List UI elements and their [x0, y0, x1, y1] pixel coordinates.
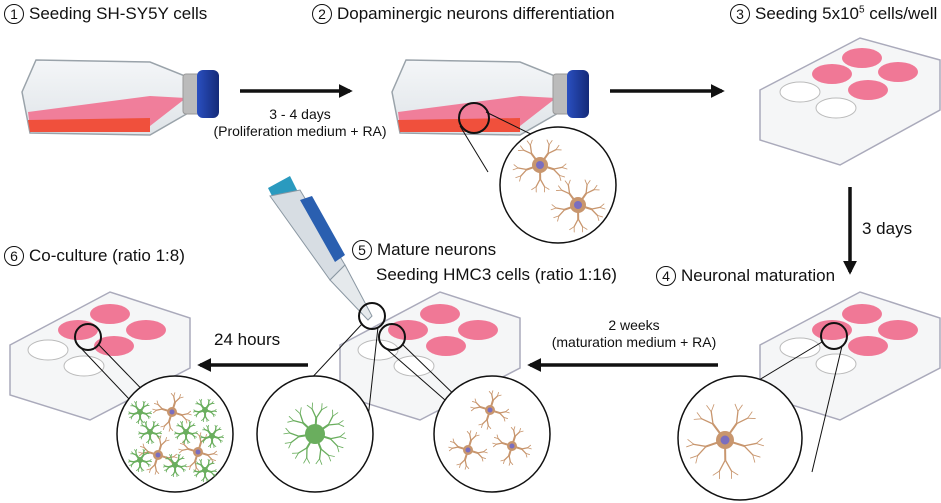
microglia-cell [174, 420, 199, 445]
neuron-cell [512, 139, 568, 193]
neuron-cell [448, 430, 488, 470]
step-3-label: 3 Seeding 5x105 cells/well [730, 4, 937, 24]
step-6-text: Co-culture (ratio 1:8) [29, 246, 185, 265]
step-3-superscript: 5 [858, 4, 865, 16]
well-plate-6 [9, 291, 234, 493]
arrows [197, 84, 857, 372]
neuron-cell [152, 392, 192, 432]
step-4-label: 4 Neuronal maturation [656, 266, 835, 286]
step-1-label: 1 Seeding SH-SY5Y cells [4, 4, 207, 24]
microglia-cell [128, 400, 153, 425]
microglia-cell [128, 448, 153, 473]
step-3-text-suffix: cells/well [864, 4, 938, 23]
step-5-number: 5 [352, 240, 372, 260]
well-plate-3 [759, 37, 941, 166]
arrow-3-label: 3 days [862, 219, 913, 238]
arrow-4-line1: 2 weeks [608, 317, 660, 333]
cell-drawings [128, 139, 765, 483]
neuron-magnified-circle-4 [677, 375, 803, 501]
microglia-cell [193, 398, 218, 423]
neuron-cell [178, 432, 218, 472]
arrow-5-label: 24 hours [214, 330, 281, 349]
microglia-cell [138, 420, 163, 445]
arrow-4-label: 2 weeks (maturation medium + RA) [534, 317, 734, 351]
step-5-label: 5 Mature neurons [352, 240, 496, 260]
neuron-cell [550, 179, 606, 233]
arrow-1-line1: 3 - 4 days [269, 106, 331, 122]
neuron-cell [686, 403, 765, 480]
step-3-number: 3 [730, 4, 750, 24]
flask-icon-2 [391, 59, 617, 244]
neuron-cell [492, 426, 532, 466]
step-4-text: Neuronal maturation [681, 266, 836, 285]
flask-icon-1 [21, 59, 219, 136]
arrow-1-label: 3 - 4 days (Proliferation medium + RA) [200, 106, 400, 140]
step-1-number: 1 [4, 4, 24, 24]
step-2-text: Dopaminergic neurons differentiation [337, 4, 615, 23]
step-4-number: 4 [656, 266, 676, 286]
step-5-text: Mature neurons [377, 240, 497, 259]
microglia-cell [163, 453, 188, 478]
step-2-number: 2 [312, 4, 332, 24]
step-3-text-prefix: Seeding 5x10 [755, 4, 859, 23]
step-3-text: Seeding 5x105 cells/well [755, 4, 937, 24]
well-plate-4 [677, 291, 941, 501]
neuron-cell [470, 390, 510, 430]
step-5-subtext: Seeding HMC3 cells (ratio 1:16) [376, 265, 617, 284]
arrow-1-line2: (Proliferation medium + RA) [213, 123, 387, 139]
well-plate-5 [339, 291, 551, 493]
neuron-magnified-circle-5 [433, 375, 551, 493]
microglia-cell [193, 458, 218, 483]
microglia-cell [283, 402, 347, 465]
arrow-4-line2: (maturation medium + RA) [551, 334, 717, 350]
step-6-number: 6 [4, 246, 24, 266]
step-6-label: 6 Co-culture (ratio 1:8) [4, 246, 185, 266]
neuron-magnified-circle-1 [499, 126, 617, 244]
step-2-label: 2 Dopaminergic neurons differentiation [312, 4, 615, 24]
step-1-text: Seeding SH-SY5Y cells [29, 4, 208, 23]
microglia-cell [200, 424, 225, 449]
